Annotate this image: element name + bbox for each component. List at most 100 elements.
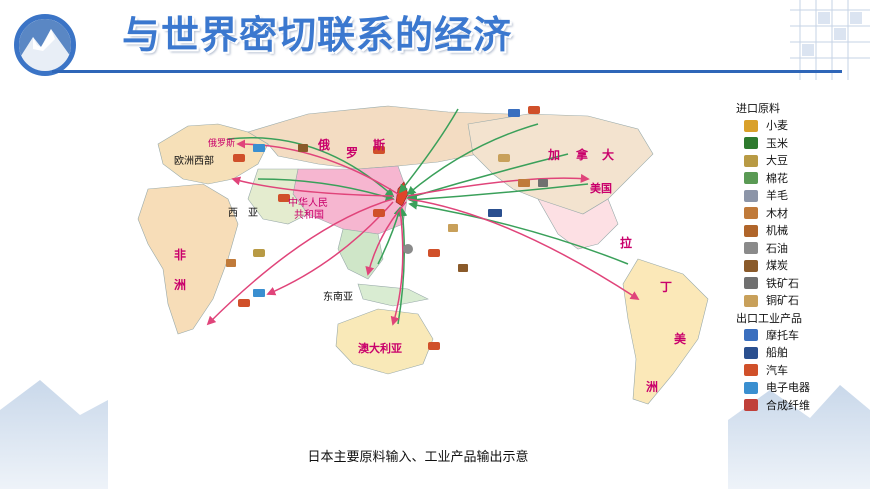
label-latin-america-4: 洲 <box>646 380 659 394</box>
car-icon <box>373 209 385 217</box>
label-canada-2: 拿 <box>576 148 589 162</box>
world-map: 非 洲 欧洲西部 俄罗斯 西 亚 俄 罗 斯 中华人民 共和国 东南亚 澳大利亚… <box>108 84 728 474</box>
legend-label: 煤炭 <box>766 259 788 272</box>
label-latin-america-2: 丁 <box>660 280 673 294</box>
legend-item-imports-7: 石油 <box>736 240 856 258</box>
label-russia-1: 俄 <box>318 138 331 152</box>
cotton-icon <box>744 172 758 185</box>
legend-item-imports-4: 羊毛 <box>736 187 856 205</box>
coal-icon <box>298 144 308 152</box>
legend-item-imports-9: 铁矿石 <box>736 275 856 293</box>
car-icon <box>278 194 290 202</box>
label-china-2: 共和国 <box>294 210 324 221</box>
copper-ore-icon <box>448 224 458 232</box>
legend-label: 石油 <box>766 241 788 255</box>
legend-item-imports-1: 玉米 <box>736 135 856 153</box>
legend-item-imports-0: 小麦 <box>736 117 856 135</box>
laptop-icon <box>253 289 265 297</box>
mountain-icon <box>19 19 71 71</box>
soybean-icon <box>253 249 265 257</box>
label-africa-2: 洲 <box>174 278 187 292</box>
motorcycle-icon <box>744 329 758 342</box>
timber-icon <box>744 207 758 220</box>
wheat-icon <box>744 119 758 132</box>
car-icon <box>238 299 250 307</box>
legend: 进口原料 小麦玉米大豆棉花羊毛木材机械石油煤炭铁矿石铜矿石 出口工业产品 摩托车… <box>736 100 856 414</box>
legend-item-imports-2: 大豆 <box>736 152 856 170</box>
coal-icon <box>458 264 468 272</box>
legend-item-exports-2: 汽车 <box>736 362 856 380</box>
soybean-icon <box>744 154 758 167</box>
legend-item-exports-4: 合成纤维 <box>736 397 856 415</box>
label-usa: 美国 <box>590 182 612 195</box>
legend-item-imports-5: 木材 <box>736 205 856 223</box>
legend-label: 棉花 <box>766 171 788 185</box>
legend-label: 机械 <box>766 224 788 237</box>
oil-icon <box>744 242 758 255</box>
legend-label: 铁矿石 <box>766 276 799 290</box>
car-icon <box>233 154 245 162</box>
label-canada-3: 大 <box>602 148 615 162</box>
map-caption: 日本主要原料输入、工业产品输出示意 <box>307 450 529 465</box>
title-underline <box>52 70 842 73</box>
legend-item-exports-0: 摩托车 <box>736 327 856 345</box>
machinery-icon <box>744 224 758 237</box>
map-graphic <box>108 84 728 474</box>
header: 与世界密切联系的经济 <box>0 0 870 82</box>
label-russia-small: 俄罗斯 <box>208 139 236 149</box>
laptop-icon <box>744 381 758 394</box>
legend-item-imports-3: 棉花 <box>736 170 856 188</box>
page-title: 与世界密切联系的经济 <box>122 13 513 57</box>
label-africa-1: 非 <box>174 248 187 262</box>
legend-label: 羊毛 <box>766 189 788 202</box>
car-icon <box>744 364 758 377</box>
iron-ore-icon <box>744 277 758 290</box>
legend-label: 木材 <box>766 206 788 220</box>
label-canada-1: 加 <box>548 148 561 162</box>
legend-label: 合成纤维 <box>766 398 810 412</box>
legend-export-heading: 出口工业产品 <box>736 311 802 325</box>
legend-label: 摩托车 <box>766 328 799 342</box>
car-icon <box>428 342 440 350</box>
motorcycle-icon <box>508 109 520 117</box>
corn-icon <box>744 137 758 150</box>
label-russia-2: 罗 <box>346 146 359 160</box>
grid-decoration <box>790 0 870 80</box>
label-australia: 澳大利亚 <box>358 342 402 355</box>
label-west-asia: 西 亚 <box>228 208 258 219</box>
mountain-background <box>0 380 870 489</box>
timber-icon <box>226 259 236 267</box>
wool-icon <box>744 189 758 202</box>
legend-label: 铜矿石 <box>766 294 799 307</box>
legend-label: 电子电器 <box>766 381 810 394</box>
legend-import-heading: 进口原料 <box>736 102 780 115</box>
label-latin-america-3: 美 <box>674 332 687 346</box>
iron-ore-icon <box>538 179 548 187</box>
copper-ore-icon <box>498 154 510 162</box>
legend-item-exports-1: 船舶 <box>736 344 856 362</box>
timber-icon <box>518 179 530 187</box>
label-china-1: 中华人民 <box>288 198 328 209</box>
oil-icon <box>403 244 413 254</box>
car-icon <box>428 249 440 257</box>
australia-land <box>335 308 434 375</box>
europe-land <box>157 123 269 185</box>
legend-item-imports-8: 煤炭 <box>736 257 856 275</box>
label-europe-west: 欧洲西部 <box>174 156 214 167</box>
laptop-icon <box>253 144 265 152</box>
label-russia-3: 斯 <box>373 138 386 152</box>
fiber-icon <box>744 399 758 412</box>
label-southeast-asia: 东南亚 <box>323 292 353 303</box>
legend-label: 船舶 <box>766 346 788 359</box>
legend-item-exports-3: 电子电器 <box>736 379 856 397</box>
legend-item-imports-6: 机械 <box>736 222 856 240</box>
car-icon <box>528 106 540 114</box>
copper-ore-icon <box>744 294 758 307</box>
ship-icon <box>744 346 758 359</box>
ship-icon <box>488 209 502 217</box>
snow-mountain-emblem <box>14 14 76 76</box>
africa-land <box>137 183 239 335</box>
map-goods-icons <box>226 106 548 350</box>
legend-label: 小麦 <box>766 119 788 132</box>
coal-icon <box>744 259 758 272</box>
